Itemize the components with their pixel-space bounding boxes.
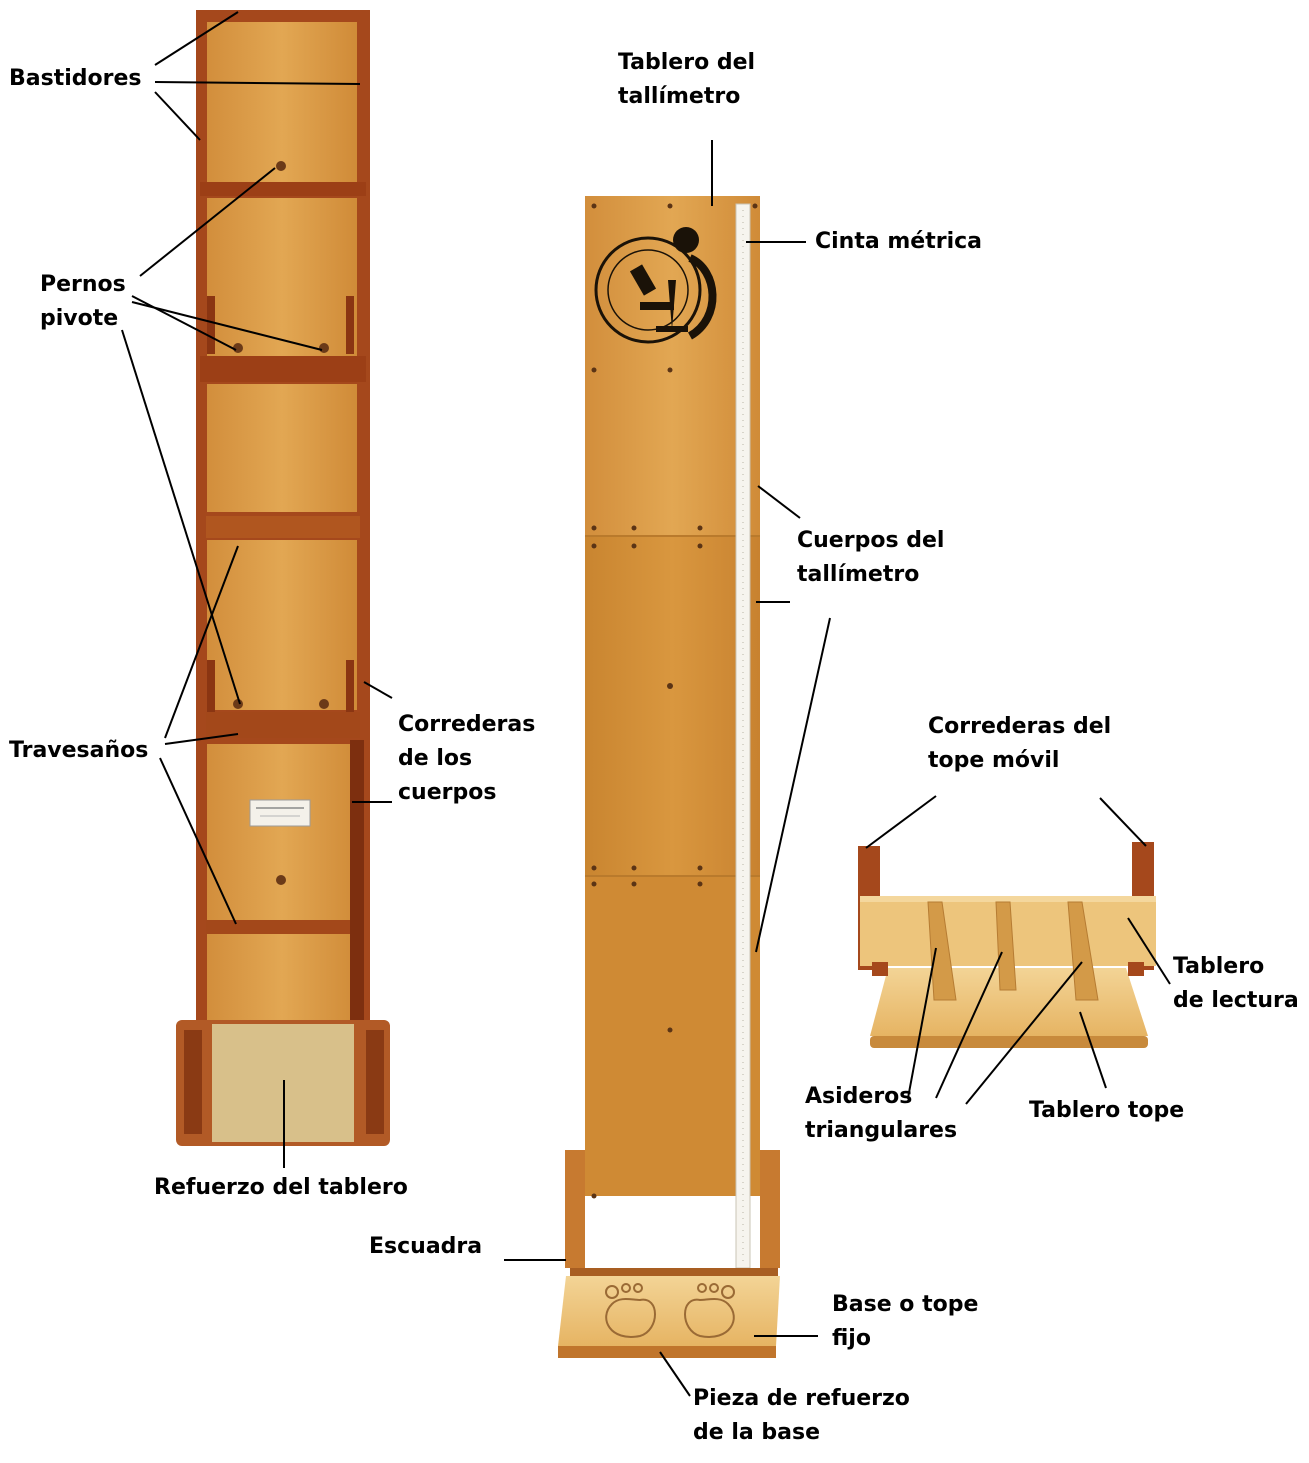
label-escuadra: Escuadra [369,1230,482,1264]
panel-6 [207,934,357,1024]
panel-2 [207,198,357,358]
slider [346,296,354,354]
pivot-bolt [276,875,286,885]
pivot-bolt [276,161,286,171]
panel-1 [207,22,357,182]
pivot-bolt [319,343,329,353]
label-asideros: Asideros triangulares [805,1080,957,1148]
label-correderas-tope: Correderas del tope móvil [928,710,1111,778]
sticker [250,800,310,826]
movable-stop [858,842,1156,1048]
panel-5 [207,744,357,920]
label-pernos-pivote: Pernos pivote [40,268,126,336]
body-section [585,876,760,1196]
panel-3 [207,384,357,512]
slider [207,660,215,712]
label-tablero-tope: Tablero tope [1029,1094,1184,1128]
label-bastidores: Bastidores [9,62,142,96]
label-cuerpos-tallimetro: Cuerpos del tallímetro [797,524,944,592]
crossbar [206,712,360,738]
panel-4 [207,540,357,710]
label-cinta-metrica: Cinta métrica [815,225,982,259]
slider [346,660,354,712]
front-view-tallimetro [558,196,780,1358]
crossbar [200,182,366,196]
pivot-bolt [319,699,329,709]
label-pieza-refuerzo: Pieza de refuerzo de la base [693,1382,910,1450]
base-reinforcement [558,1346,776,1358]
square-bracket [760,1150,780,1268]
pivot-bolt [233,343,243,353]
back-view-tallimetro [176,10,390,1146]
label-correderas-cuerpos: Correderas de los cuerpos [398,708,535,810]
crossbar [206,920,360,934]
label-base-tope-fijo: Base o tope fijo [832,1288,978,1356]
label-refuerzo-tablero: Refuerzo del tablero [154,1171,408,1205]
slider [207,296,215,354]
crossbar [200,356,366,382]
label-travesanos: Travesaños [9,734,148,768]
label-tablero-lectura: Tablero de lectura [1173,950,1299,1018]
square-bracket [565,1150,585,1268]
base-plate [558,1276,780,1346]
body-section [585,536,760,876]
measuring-tape [736,204,750,1268]
label-tablero-tallimetro: Tablero del tallímetro [618,46,755,114]
crossbar [206,516,360,538]
